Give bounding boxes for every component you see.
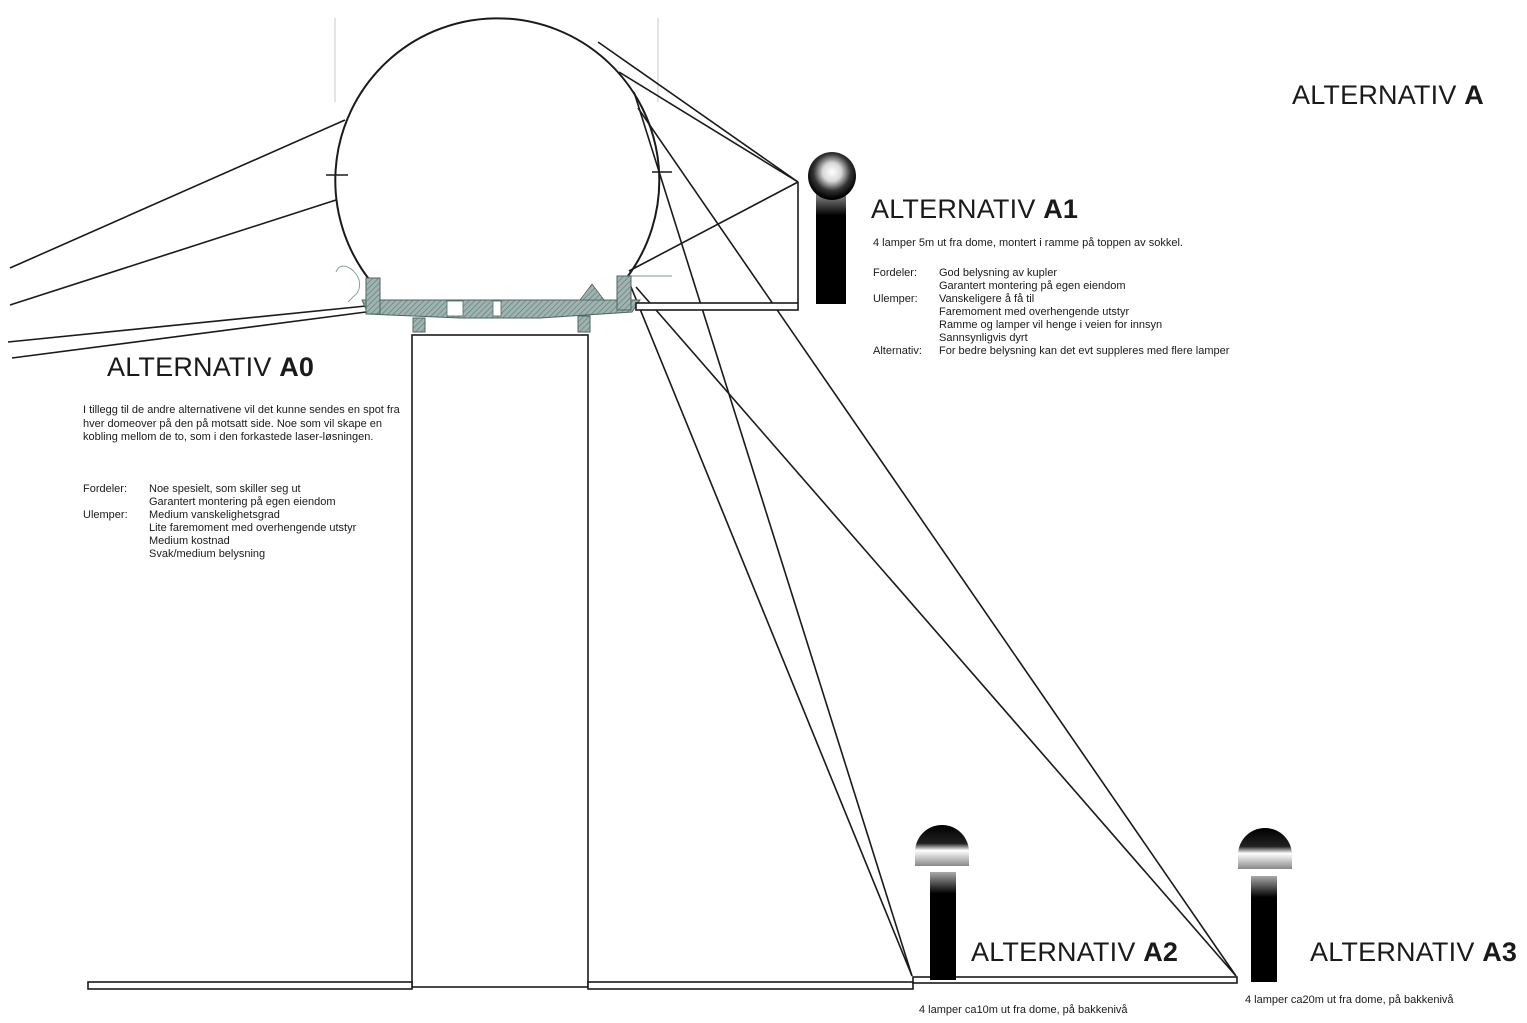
a2-title-bold: A2 — [1143, 937, 1179, 967]
a0-title: ALTERNATIV A0 — [107, 352, 314, 383]
a2-title: ALTERNATIV A2 — [971, 937, 1178, 968]
a0-row-value: Medium vanskelighetsgrad — [149, 509, 280, 521]
a1-row-value: God belysning av kupler — [939, 267, 1058, 279]
dome-slab — [335, 265, 641, 333]
a1-row-key — [873, 332, 939, 345]
main-title-bold: A — [1464, 80, 1484, 110]
a0-row: Lite faremoment med overhengende utstyr — [83, 522, 356, 535]
a1-title: ALTERNATIV A1 — [871, 194, 1078, 225]
a0-row: Svak/medium belysning — [83, 548, 356, 561]
a0-row-value: Lite faremoment med overhengende utstyr — [149, 522, 357, 534]
a1-row: Ulemper: Vanskeligere å få til — [873, 293, 1229, 306]
construction-lines — [334, 18, 659, 102]
lamp-a1-icon — [808, 152, 856, 304]
a0-row-key — [83, 548, 149, 561]
a1-row-key — [873, 280, 939, 293]
pedestal-and-ground — [87, 302, 1238, 990]
a1-row-value: Faremoment med overhengende utstyr — [939, 306, 1130, 318]
a1-row-value: For bedre belysning kan det evt supplere… — [939, 345, 1230, 357]
a1-row-key — [873, 319, 939, 332]
a1-row-key: Fordeler: — [873, 267, 918, 279]
a1-title-prefix: ALTERNATIV — [871, 194, 1044, 224]
a0-row-key — [83, 535, 149, 548]
a0-row-value: Garantert montering på egen eiendom — [149, 496, 336, 508]
a1-row-value: Sannsynligvis dyrt — [939, 332, 1028, 344]
light-beams — [7, 41, 1237, 977]
a0-row-key — [83, 522, 149, 535]
a1-row: Garantert montering på egen eiendom — [873, 280, 1229, 293]
a0-row: Ulemper: Medium vanskelighetsgrad — [83, 509, 356, 522]
a1-row-value: Vanskeligere å få til — [939, 293, 1035, 305]
a1-row: Sannsynligvis dyrt — [873, 332, 1229, 345]
a1-row-key: Ulemper: — [873, 293, 918, 305]
a1-pros-cons: Fordeler: God belysning av kupler Garante… — [873, 267, 1229, 358]
a3-title-prefix: ALTERNATIV — [1310, 937, 1483, 967]
a3-title: ALTERNATIV A3 — [1310, 937, 1517, 968]
a1-row: Alternativ: For bedre belysning kan det e… — [873, 345, 1229, 358]
a1-row: Faremoment med overhengende utstyr — [873, 306, 1229, 319]
lamp-a3-icon — [1238, 828, 1292, 982]
a0-row-key: Fordeler: — [83, 483, 128, 495]
a1-row: Ramme og lamper vil henge i veien for in… — [873, 319, 1229, 332]
a0-pros-cons: Fordeler: Noe spesielt, som skiller seg u… — [83, 483, 356, 561]
a0-row: Medium kostnad — [83, 535, 356, 548]
a0-row-key — [83, 496, 149, 509]
lamp-a2-icon — [915, 825, 969, 980]
a0-row: Fordeler: Noe spesielt, som skiller seg u… — [83, 483, 356, 496]
a0-row-value: Svak/medium belysning — [149, 548, 266, 560]
a0-row-value: Noe spesielt, som skiller seg ut — [149, 483, 301, 495]
a1-row-key: Alternativ: — [873, 345, 922, 357]
a3-title-bold: A3 — [1482, 937, 1518, 967]
a0-title-prefix: ALTERNATIV — [107, 352, 280, 382]
main-title-prefix: ALTERNATIV — [1292, 80, 1465, 110]
a0-row-value: Medium kostnad — [149, 535, 230, 547]
a0-paragraph: I tillegg til de andre alternativene vil… — [83, 404, 400, 443]
a1-description: 4 lamper 5m ut fra dome, montert i ramme… — [873, 237, 1183, 249]
a1-row: Fordeler: God belysning av kupler — [873, 267, 1229, 280]
a1-title-bold: A1 — [1043, 194, 1079, 224]
a2-title-prefix: ALTERNATIV — [971, 937, 1144, 967]
a0-row-key: Ulemper: — [83, 509, 128, 521]
dome — [326, 17, 672, 284]
a1-row-value: Garantert montering på egen eiendom — [939, 280, 1126, 292]
a0-title-bold: A0 — [279, 352, 315, 382]
a2-description: 4 lamper ca10m ut fra dome, på bakkenivå — [919, 1004, 1128, 1016]
a1-row-key — [873, 306, 939, 319]
a3-description: 4 lamper ca20m ut fra dome, på bakkenivå — [1245, 994, 1454, 1006]
a1-row-value: Ramme og lamper vil henge i veien for in… — [939, 319, 1163, 331]
a0-row: Garantert montering på egen eiendom — [83, 496, 356, 509]
main-title: ALTERNATIV A — [1292, 80, 1484, 111]
